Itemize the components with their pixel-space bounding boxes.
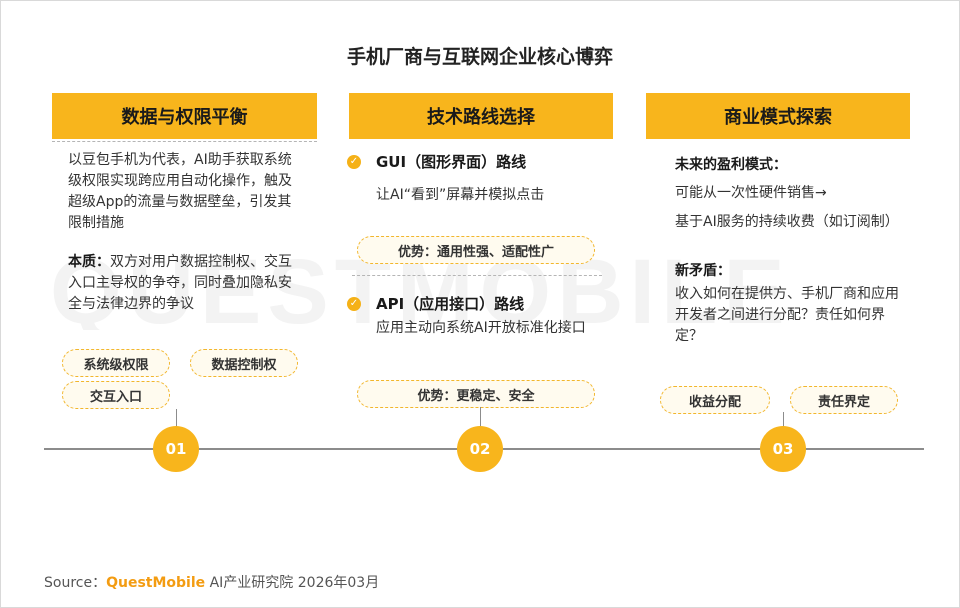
timeline-stem (783, 412, 784, 427)
check-circle-icon: ✓ (347, 297, 361, 311)
step-number-02: 02 (457, 426, 503, 472)
source-text: AI产业研究院 2026年03月 (205, 575, 380, 591)
column-header-data-permission: 数据与权限平衡 (52, 93, 317, 139)
future-profit-label: 未来的盈利模式： (675, 157, 787, 173)
column-header-business-model: 商业模式探索 (646, 93, 910, 139)
future-profit-line2: 基于AI服务的持续收费（如订阅制） (675, 214, 899, 230)
brand-name: QuestMobile (106, 575, 206, 591)
tag-system-permission: 系统级权限 (62, 349, 170, 377)
route-gui-title: GUI（图形界面）路线 (376, 153, 527, 171)
step-number-03: 03 (760, 426, 806, 472)
timeline-stem (176, 409, 177, 427)
check-circle-icon: ✓ (347, 155, 361, 169)
tag-data-control: 数据控制权 (190, 349, 298, 377)
tag-responsibility: 责任界定 (790, 386, 898, 414)
new-conflict-text: 收入如何在提供方、手机厂商和应用开发者之间进行分配？责任如何界定？ (675, 286, 899, 344)
route-api-advantage: 优势：更稳定、安全 (357, 380, 595, 408)
column-divider (52, 141, 317, 142)
page-title: 手机厂商与互联网企业核心博弈 (346, 46, 613, 68)
column1-essence: 本质：双方对用户数据控制权、交互入口主导权的争夺，同时叠加隐私安全与法律边界的争… (68, 252, 303, 315)
essence-text: 双方对用户数据控制权、交互入口主导权的争夺，同时叠加隐私安全与法律边界的争议 (68, 254, 292, 312)
route-gui-description: 让AI“看到”屏幕并模拟点击 (376, 187, 545, 203)
column1-description: 以豆包手机为代表，AI助手获取系统级权限实现跨应用自动化操作，触及超级App的流… (68, 152, 292, 231)
route-divider (352, 275, 602, 276)
source-label: Source： (44, 575, 107, 591)
timeline-stem (480, 407, 481, 427)
route-gui-advantage: 优势：通用性强、适配性广 (357, 236, 595, 264)
tag-revenue-sharing: 收益分配 (660, 386, 770, 414)
step-number-01: 01 (153, 426, 199, 472)
new-conflict-label: 新矛盾： (675, 263, 731, 279)
route-api-title: API（应用接口）路线 (376, 295, 525, 313)
source-line: Source：QuestMobile AI产业研究院 2026年03月 (44, 572, 379, 592)
route-api-description: 应用主动向系统AI开放标准化接口 (376, 320, 586, 336)
essence-label: 本质： (68, 254, 110, 270)
future-profit-line1: 可能从一次性硬件销售→ (675, 185, 827, 201)
tag-interaction-entry: 交互入口 (62, 381, 170, 409)
column-header-tech-route: 技术路线选择 (349, 93, 613, 139)
